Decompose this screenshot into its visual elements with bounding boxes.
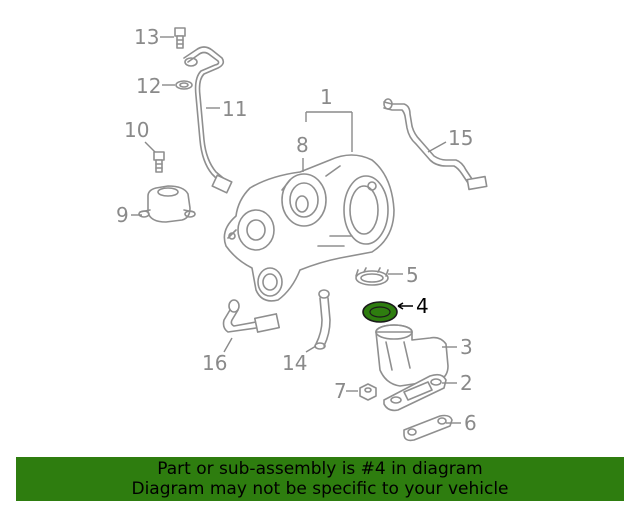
notice-line-2: Diagram may not be specific to your vehi…	[131, 479, 509, 499]
callout-1: 1	[320, 85, 333, 109]
callout-11: 11	[222, 97, 247, 121]
part-7-nut	[359, 383, 377, 401]
notice-line-1: Part or sub-assembly is #4 in diagram	[157, 459, 483, 479]
leader-1	[305, 111, 353, 152]
part-13-bolt	[174, 27, 186, 49]
leader-16	[223, 337, 233, 353]
leader-4	[397, 302, 413, 310]
part-5-gasket	[355, 267, 389, 286]
callout-8: 8	[296, 133, 309, 157]
part-6-bracket	[403, 414, 453, 442]
callout-14: 14	[282, 351, 307, 375]
leader-14	[305, 345, 317, 353]
callout-13: 13	[134, 25, 159, 49]
callout-15: 15	[448, 126, 473, 150]
leader-10	[144, 141, 156, 153]
part-3-elbow	[375, 324, 449, 387]
part-2-gasket	[383, 373, 447, 412]
part-4-seal-highlighted[interactable]	[362, 301, 398, 323]
part-11-oil-line	[183, 46, 233, 194]
callout-12: 12	[136, 74, 161, 98]
leader-15	[427, 141, 447, 153]
part-12-washer	[175, 80, 193, 90]
callout-7: 7	[334, 379, 347, 403]
part-16-hose	[222, 299, 281, 333]
callout-4: 4	[416, 294, 429, 318]
part-14-pipe	[314, 289, 331, 350]
part-9-bracket	[138, 185, 196, 223]
callout-9: 9	[116, 203, 129, 227]
callout-3: 3	[460, 335, 473, 359]
callout-2: 2	[460, 371, 473, 395]
callout-16: 16	[202, 351, 227, 375]
callout-6: 6	[464, 411, 477, 435]
callout-10: 10	[124, 118, 149, 142]
notice-banner: Part or sub-assembly is #4 in diagram Di…	[16, 457, 624, 501]
part-15-water-line	[383, 98, 488, 191]
parts-diagram: 13 12 11 10 9	[116, 25, 488, 442]
part-10-bolt	[153, 151, 165, 173]
part-1-turbocharger	[223, 154, 395, 302]
callout-5: 5	[406, 263, 419, 287]
